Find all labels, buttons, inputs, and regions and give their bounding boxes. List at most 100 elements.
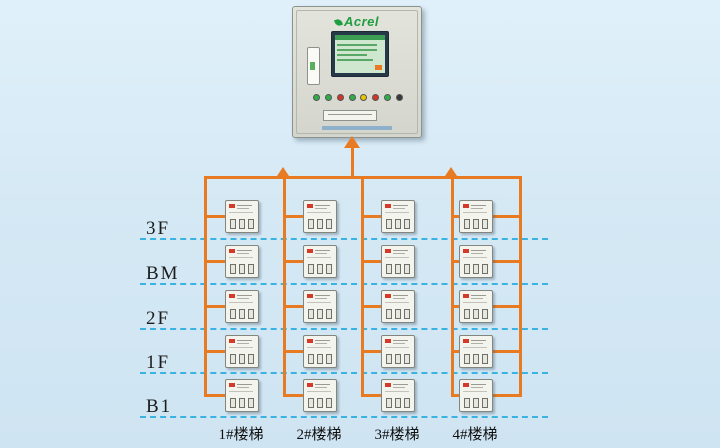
device-text-line bbox=[315, 208, 327, 209]
device-text-line bbox=[393, 295, 408, 296]
indicator-gauge bbox=[307, 47, 320, 85]
device-divider bbox=[307, 302, 331, 303]
device-terminals bbox=[386, 354, 410, 364]
device-text-line bbox=[315, 340, 330, 341]
monitor-device bbox=[303, 379, 337, 412]
device-text-line bbox=[237, 384, 252, 385]
terminal bbox=[386, 398, 392, 408]
terminal bbox=[317, 354, 323, 364]
device-stub bbox=[204, 394, 225, 397]
terminal bbox=[464, 264, 470, 274]
device-stub bbox=[491, 260, 522, 263]
device-terminals bbox=[386, 398, 410, 408]
device-text-line bbox=[393, 340, 408, 341]
terminal bbox=[404, 219, 410, 229]
device-text-line bbox=[315, 298, 327, 299]
device-stub bbox=[491, 215, 522, 218]
device-stub bbox=[491, 394, 522, 397]
terminal bbox=[404, 309, 410, 319]
device-stub bbox=[361, 394, 381, 397]
screen-status-dot bbox=[375, 65, 382, 70]
device-divider bbox=[229, 257, 253, 258]
device-text-line bbox=[237, 250, 252, 251]
device-text-line bbox=[471, 253, 483, 254]
green-button bbox=[324, 94, 332, 101]
device-stub bbox=[361, 215, 381, 218]
device-stub bbox=[451, 215, 459, 218]
terminal bbox=[230, 354, 236, 364]
terminal bbox=[317, 264, 323, 274]
floor-label-b1: B1 bbox=[146, 396, 173, 417]
monitor-device bbox=[225, 290, 259, 323]
device-text-line bbox=[471, 340, 486, 341]
device-led bbox=[385, 204, 391, 208]
column-label-1: 1#楼梯 bbox=[218, 427, 264, 443]
terminal bbox=[230, 264, 236, 274]
monitor-device bbox=[381, 290, 415, 323]
device-led bbox=[385, 294, 391, 298]
device-terminals bbox=[464, 219, 488, 229]
device-led bbox=[385, 383, 391, 387]
device-terminals bbox=[308, 219, 332, 229]
terminal bbox=[464, 309, 470, 319]
floor-divider bbox=[140, 283, 548, 285]
device-text-line bbox=[237, 387, 249, 388]
monitor-device bbox=[303, 245, 337, 278]
device-stub bbox=[204, 350, 225, 353]
device-led bbox=[307, 383, 313, 387]
terminal bbox=[326, 264, 332, 274]
floor-label-3f: 3F bbox=[146, 218, 171, 239]
device-divider bbox=[463, 347, 487, 348]
device-terminals bbox=[386, 264, 410, 274]
device-text-line bbox=[237, 208, 249, 209]
device-divider bbox=[307, 347, 331, 348]
screen-row bbox=[337, 59, 373, 61]
terminal bbox=[230, 309, 236, 319]
terminal bbox=[482, 354, 488, 364]
device-text-line bbox=[315, 205, 330, 206]
terminal bbox=[386, 309, 392, 319]
device-terminals bbox=[308, 309, 332, 319]
device-led bbox=[463, 339, 469, 343]
device-text-line bbox=[393, 343, 405, 344]
device-stub bbox=[283, 260, 303, 263]
terminal bbox=[395, 219, 401, 229]
terminal bbox=[239, 219, 245, 229]
terminal bbox=[464, 398, 470, 408]
column-label-3: 3#楼梯 bbox=[374, 427, 420, 443]
terminal bbox=[326, 354, 332, 364]
device-divider bbox=[463, 391, 487, 392]
device-divider bbox=[229, 212, 253, 213]
branch-line-right bbox=[519, 176, 522, 396]
monitor-device bbox=[459, 379, 493, 412]
terminal bbox=[248, 354, 254, 364]
monitor-device bbox=[225, 335, 259, 368]
device-stub bbox=[283, 394, 303, 397]
screen-row bbox=[337, 49, 377, 51]
device-text-line bbox=[315, 384, 330, 385]
terminal bbox=[317, 219, 323, 229]
device-text-line bbox=[237, 205, 252, 206]
device-text-line bbox=[393, 205, 408, 206]
device-divider bbox=[229, 347, 253, 348]
cabinet-label-strip bbox=[322, 126, 392, 130]
device-text-line bbox=[471, 387, 483, 388]
device-text-line bbox=[315, 387, 327, 388]
leaf-icon bbox=[333, 18, 343, 27]
screen-row bbox=[337, 44, 377, 46]
device-text-line bbox=[237, 298, 249, 299]
device-text-line bbox=[471, 250, 486, 251]
device-led bbox=[307, 249, 313, 253]
terminal bbox=[326, 309, 332, 319]
device-terminals bbox=[464, 354, 488, 364]
device-divider bbox=[463, 212, 487, 213]
terminal bbox=[473, 309, 479, 319]
device-divider bbox=[229, 302, 253, 303]
terminal bbox=[248, 219, 254, 229]
terminal bbox=[482, 264, 488, 274]
floor-label-2f: 2F bbox=[146, 308, 171, 329]
terminal bbox=[317, 398, 323, 408]
device-text-line bbox=[393, 298, 405, 299]
device-stub bbox=[204, 260, 225, 263]
